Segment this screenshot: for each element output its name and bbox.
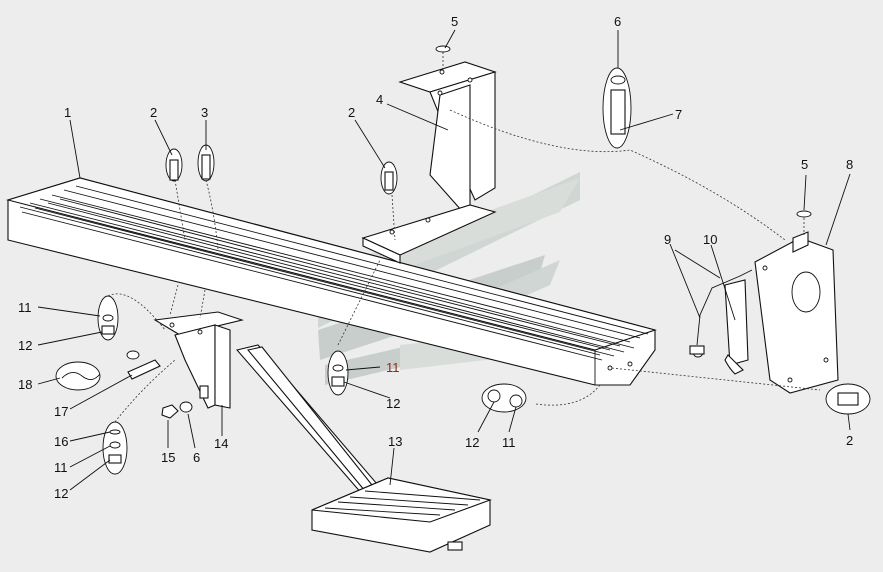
leader-lines bbox=[37, 29, 851, 491]
bolt-part-2c bbox=[825, 383, 871, 415]
callout-13: 13 bbox=[388, 434, 402, 449]
callout-12: 12 bbox=[465, 435, 479, 450]
bolt-part-3 bbox=[197, 144, 215, 182]
callout-9: 9 bbox=[664, 232, 671, 247]
callout-11: 11 bbox=[18, 300, 32, 315]
bolt-part-2b bbox=[380, 161, 398, 195]
washer-part-6b bbox=[179, 401, 193, 413]
chain-part-9 bbox=[689, 269, 753, 358]
callout-18: 18 bbox=[18, 377, 32, 392]
callout-4: 4 bbox=[376, 92, 383, 107]
callout-12: 12 bbox=[18, 338, 32, 353]
callouts: 1 2 3 2 4 5 6 7 5 8 9 10 11 12 18 17 16 … bbox=[18, 14, 853, 501]
callout-17: 17 bbox=[54, 404, 68, 419]
step-platform-part-1 bbox=[5, 177, 657, 386]
callout-2: 2 bbox=[846, 433, 853, 448]
cotter-pin-part-18 bbox=[55, 361, 101, 391]
latch-part-10 bbox=[724, 279, 749, 375]
washer-part-5a bbox=[435, 45, 451, 53]
callout-5: 5 bbox=[801, 157, 808, 172]
side-bracket-part-8 bbox=[754, 231, 839, 394]
callout-16: 16 bbox=[54, 434, 68, 449]
upper-bracket-part-4 bbox=[361, 61, 497, 264]
callout-2: 2 bbox=[150, 105, 157, 120]
callout-14: 14 bbox=[214, 436, 228, 451]
lower-step-part-13 bbox=[235, 344, 492, 553]
bolt-part-7 bbox=[602, 67, 632, 149]
pin-part-17 bbox=[126, 350, 161, 380]
callout-11: 11 bbox=[386, 360, 400, 375]
callout-11: 11 bbox=[54, 460, 68, 475]
callout-1: 1 bbox=[64, 105, 71, 120]
callout-5: 5 bbox=[451, 14, 458, 29]
nut-group-12-11-right bbox=[481, 383, 527, 413]
nut-part-15 bbox=[161, 404, 179, 419]
connection-lines bbox=[107, 52, 821, 423]
callout-11: 11 bbox=[502, 435, 516, 450]
lower-bracket-part-14 bbox=[153, 311, 244, 409]
callout-15: 15 bbox=[161, 450, 175, 465]
nut-group-11-12-left bbox=[97, 295, 119, 341]
callout-6: 6 bbox=[193, 450, 200, 465]
bolt-part-2a bbox=[165, 148, 183, 182]
callout-12: 12 bbox=[54, 486, 68, 501]
callout-10: 10 bbox=[703, 232, 717, 247]
callout-8: 8 bbox=[846, 157, 853, 172]
washer-part-5b bbox=[796, 210, 812, 218]
nut-group-11-12-center bbox=[327, 350, 349, 396]
callout-2: 2 bbox=[348, 105, 355, 120]
callout-3: 3 bbox=[201, 105, 208, 120]
callout-12: 12 bbox=[386, 396, 400, 411]
callout-6: 6 bbox=[614, 14, 621, 29]
callout-7: 7 bbox=[675, 107, 682, 122]
